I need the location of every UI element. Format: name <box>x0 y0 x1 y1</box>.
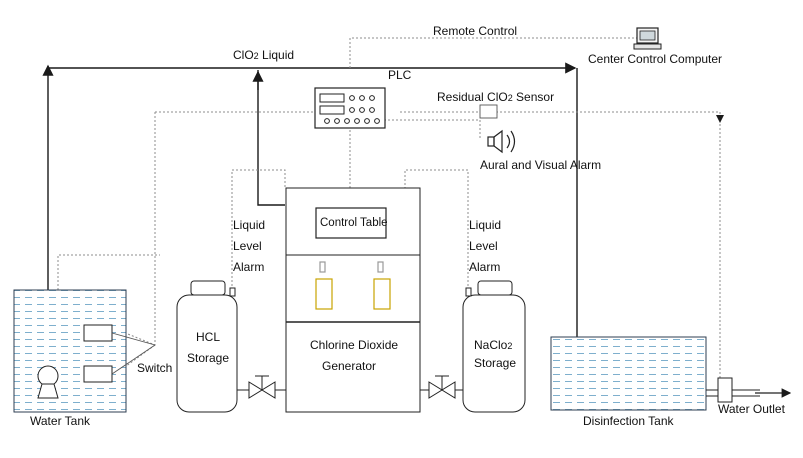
water-tank-label: Water Tank <box>30 414 91 428</box>
aural-visual-alarm-label: Aural and Visual Alarm <box>480 158 602 172</box>
clo2-liquid-line <box>42 62 583 385</box>
disinfection-tank <box>550 336 792 411</box>
reagent-bottles <box>315 261 391 310</box>
generator-cabinet <box>285 187 421 413</box>
center-control-computer-label: Center Control Computer <box>588 52 723 66</box>
residual-sensor-label: Residual ClO2 Sensor <box>437 90 555 104</box>
valve-right <box>420 375 463 399</box>
left-alarm-label-3: Alarm <box>233 260 265 274</box>
residual-sensor <box>479 104 498 119</box>
plc-label: PLC <box>388 68 412 82</box>
right-alarm-label-1: Liquid <box>469 218 502 232</box>
generator-label-line2: Generator <box>322 359 377 373</box>
naclo2-storage-label: Storage <box>474 356 517 370</box>
hcl-storage-label: Storage <box>187 351 230 365</box>
signal-lines <box>57 37 721 395</box>
control-table-label: Control Table <box>320 217 388 229</box>
naclo2-storage-tank <box>462 280 526 413</box>
naclo2-label: NaClo2 <box>474 338 513 352</box>
right-alarm-label-3: Alarm <box>469 260 501 274</box>
clo2-liquid-label: ClO2 Liquid <box>233 48 295 62</box>
right-alarm-label-2: Level <box>469 239 498 253</box>
water-outlet-label: Water Outlet <box>718 402 785 416</box>
hcl-storage-tank <box>176 280 238 413</box>
valve-left <box>237 375 286 399</box>
computer-icon <box>633 27 662 50</box>
plc-panel <box>314 87 386 129</box>
hcl-label: HCL <box>196 330 221 344</box>
left-alarm-label-1: Liquid <box>233 218 266 232</box>
water-tank <box>13 289 156 413</box>
alarm-speaker-icon <box>487 129 516 154</box>
switch-label: Switch <box>137 361 173 375</box>
remote-control-label: Remote Control <box>433 24 518 38</box>
generator-label-line1: Chlorine Dioxide <box>310 338 399 352</box>
left-alarm-label-2: Level <box>233 239 262 253</box>
disinfection-tank-label: Disinfection Tank <box>583 414 674 428</box>
